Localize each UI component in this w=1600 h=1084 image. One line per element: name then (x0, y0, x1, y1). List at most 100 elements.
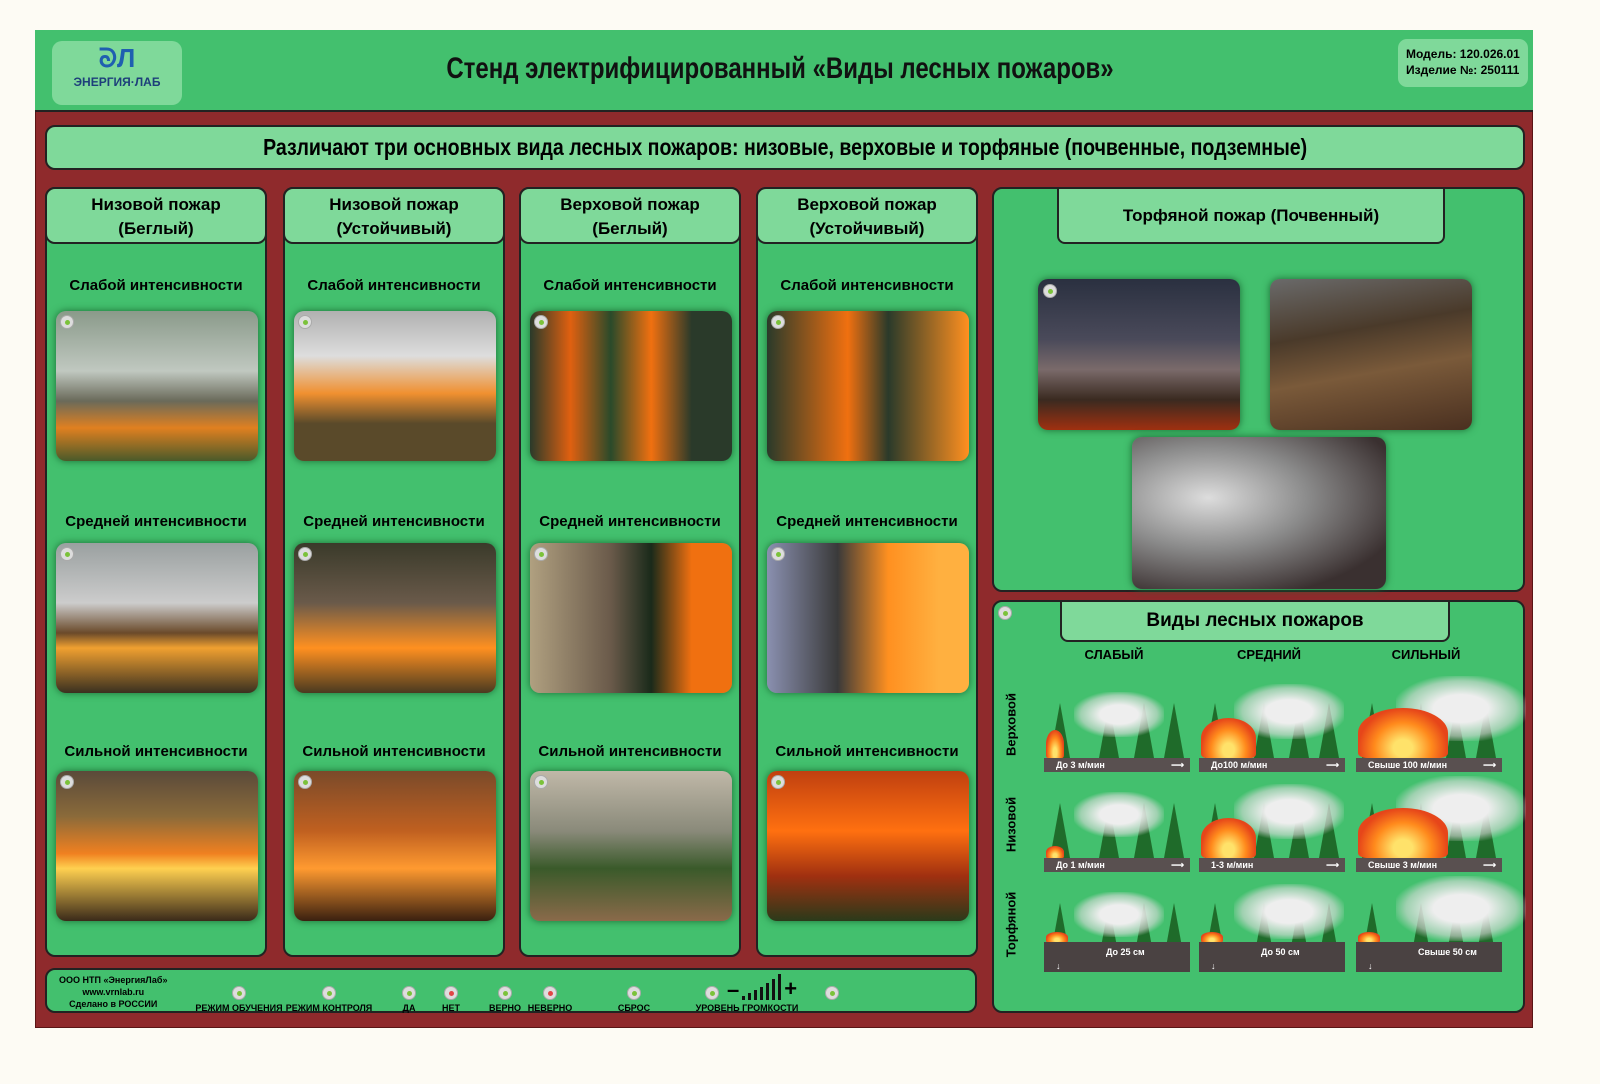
spread-rate: Свыше 100 м/мин (1368, 760, 1448, 770)
spread-rate: 1-3 м/мин (1211, 860, 1254, 870)
item-number: Изделие №: 250111 (1406, 63, 1520, 77)
fire-type-cell: До 25 см ↓ (1044, 882, 1190, 972)
peat-fire-title: Торфяной пожар (Почвенный) (1057, 187, 1445, 244)
logo-icon: ᘐЛ (98, 43, 136, 73)
made-in: Сделано в РОССИИ (69, 999, 158, 1009)
fire-column: Низовой пожар (Беглый)Слабой интенсивнос… (45, 187, 267, 957)
fire-type-cell: Свыше 50 см ↓ (1356, 876, 1526, 972)
intensity-label: Слабой интенсивности (69, 277, 243, 294)
flame-icon (1201, 718, 1256, 758)
peat-photo (1132, 437, 1386, 589)
intensity-label: Сильной интенсивности (538, 743, 722, 760)
company-site: www.vrnlab.ru (82, 987, 145, 997)
fire-photo[interactable] (530, 311, 732, 461)
column-title: Низовой пожар (Устойчивый) (283, 187, 505, 244)
flame-icon (1046, 932, 1068, 942)
subtitle-text: Различают три основных вида лесных пожар… (262, 134, 1308, 160)
intensity-label: Средней интенсивности (539, 513, 721, 530)
volume-indicator[interactable]: – + (727, 974, 798, 1002)
fire-photo[interactable] (56, 771, 258, 921)
photo-led (771, 775, 785, 789)
smoke-icon (1074, 892, 1164, 937)
control-label: РЕЖИМ ОБУЧЕНИЯ (195, 1003, 283, 1013)
control-panel: ООО НТП «ЭнергияЛаб» www.vrnlab.ru Сдела… (45, 968, 977, 1013)
volume-up-button[interactable] (825, 986, 839, 1000)
photo-led (771, 547, 785, 561)
control-button[interactable] (498, 986, 512, 1000)
control-label: УРОВЕНЬ ГРОМКОСТИ (695, 1003, 799, 1013)
spread-rate: Свыше 3 м/мин (1368, 860, 1438, 870)
intensity-label: Сильной интенсивности (775, 743, 959, 760)
volume-plus[interactable]: + (784, 976, 798, 1001)
fire-type-cell: До 50 см ↓ (1199, 882, 1345, 972)
fire-column: Верховой пожар (Беглый)Слабой интенсивно… (519, 187, 741, 957)
control-label: СБРОС (617, 1003, 651, 1013)
photo-led (298, 315, 312, 329)
peat-photo[interactable] (1038, 279, 1240, 430)
intensity-header: СРЕДНИЙ (1236, 647, 1302, 662)
volume-down-button[interactable] (705, 986, 719, 1000)
spread-bar: До100 м/мин ⟶ (1199, 758, 1345, 772)
flame-icon (1358, 932, 1380, 942)
fire-type-cell: Свыше 3 м/мин ⟶ (1356, 776, 1526, 872)
fire-photo[interactable] (767, 311, 969, 461)
fire-type-label: Низовой (1003, 796, 1019, 853)
spread-bar: Свыше 50 см ↓ (1356, 942, 1502, 972)
arrow-right-icon: ⟶ (1326, 860, 1339, 870)
fire-photo[interactable] (294, 543, 496, 693)
control-button[interactable] (444, 986, 458, 1000)
control-button[interactable] (627, 986, 641, 1000)
spread-rate: Свыше 50 см (1418, 947, 1477, 957)
control-label: НЕВЕРНО (527, 1003, 573, 1013)
types-led[interactable] (998, 606, 1012, 620)
arrow-right-icon: ⟶ (1483, 860, 1496, 870)
spread-rate: До100 м/мин (1211, 760, 1268, 770)
fire-photo[interactable] (294, 311, 496, 461)
spread-bar: До 3 м/мин ⟶ (1044, 758, 1190, 772)
flame-icon (1046, 730, 1064, 758)
header (35, 30, 1533, 112)
fire-photo[interactable] (767, 543, 969, 693)
fire-photo[interactable] (56, 543, 258, 693)
column-title: Верховой пожар (Устойчивый) (756, 187, 978, 244)
fire-column: Верховой пожар (Устойчивый)Слабой интенс… (756, 187, 978, 957)
spread-bar: Свыше 3 м/мин ⟶ (1356, 858, 1502, 872)
fire-column: Низовой пожар (Устойчивый)Слабой интенси… (283, 187, 505, 957)
fire-photo[interactable] (294, 771, 496, 921)
control-button[interactable] (322, 986, 336, 1000)
spread-rate: До 25 см (1106, 947, 1145, 957)
photo-led (60, 547, 74, 561)
smoke-icon (1074, 692, 1164, 737)
tree-icon (1050, 803, 1070, 858)
subtitle-banner: Различают три основных вида лесных пожар… (45, 125, 1525, 170)
arrow-down-icon: ↓ (1056, 961, 1061, 971)
intensity-header: СИЛЬНЫЙ (1391, 647, 1461, 662)
intensity-label: Слабой интенсивности (543, 277, 717, 294)
fire-type-cell: До 1 м/мин ⟶ (1044, 782, 1190, 872)
column-title-text: Низовой пожар (Устойчивый) (329, 195, 459, 238)
control-button[interactable] (543, 986, 557, 1000)
arrow-down-icon: ↓ (1211, 961, 1216, 971)
smoke-icon (1074, 792, 1164, 837)
fire-photo[interactable] (56, 311, 258, 461)
spread-bar: До 50 см ↓ (1199, 942, 1345, 972)
control-button[interactable] (402, 986, 416, 1000)
photo-led (534, 775, 548, 789)
control-button[interactable] (232, 986, 246, 1000)
tree-icon (1164, 703, 1184, 758)
spread-rate: До 1 м/мин (1056, 860, 1105, 870)
intensity-header: СЛАБЫЙ (1084, 647, 1144, 662)
flame-icon (1358, 808, 1448, 858)
fire-photo[interactable] (530, 771, 732, 921)
fire-photo[interactable] (767, 771, 969, 921)
flame-icon (1201, 932, 1223, 942)
photo-led (534, 315, 548, 329)
intensity-label: Средней интенсивности (303, 513, 485, 530)
spread-rate: До 3 м/мин (1056, 760, 1105, 770)
fire-photo[interactable] (530, 543, 732, 693)
control-label: РЕЖИМ КОНТРОЛЯ (285, 1003, 373, 1013)
control-label: НЕТ (442, 1003, 460, 1013)
volume-minus[interactable]: – (727, 977, 740, 1002)
